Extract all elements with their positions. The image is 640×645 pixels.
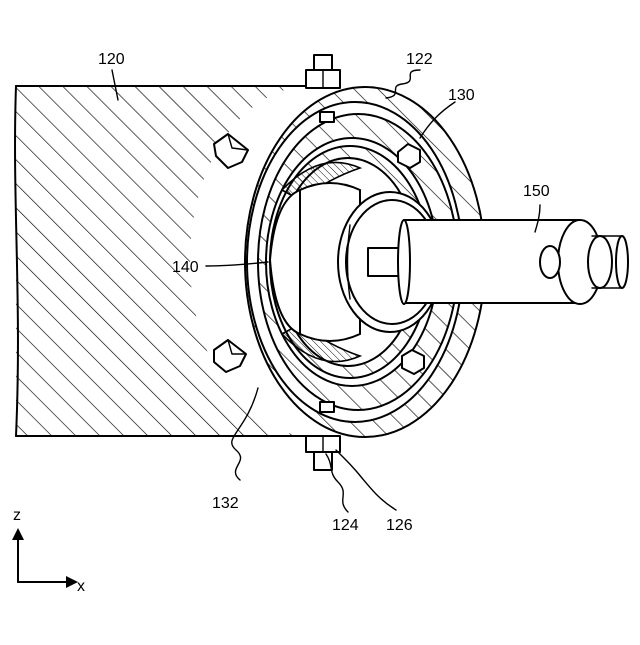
axis-indicator: z x (12, 507, 85, 595)
label-outer-ring: 122 (406, 51, 433, 68)
label-inner-ring: 130 (448, 87, 475, 104)
shaft (368, 220, 628, 304)
label-shaft: 150 (523, 183, 550, 200)
label-nut-bottom: 126 (386, 517, 413, 534)
bolt-top (306, 55, 340, 88)
bolt-lower-left (214, 340, 246, 372)
label-body: 120 (98, 51, 125, 68)
axis-label-z: z (13, 507, 21, 524)
ring-tab-bottom (320, 402, 334, 412)
ring-bolt-lower (402, 350, 424, 374)
axis-label-x: x (77, 578, 85, 595)
ring-tab-top (320, 112, 334, 122)
bolt-bottom (306, 436, 340, 470)
label-plate: 140 (172, 259, 199, 276)
label-insert: 132 (212, 495, 239, 512)
label-fastener-bottom: 124 (332, 517, 359, 534)
